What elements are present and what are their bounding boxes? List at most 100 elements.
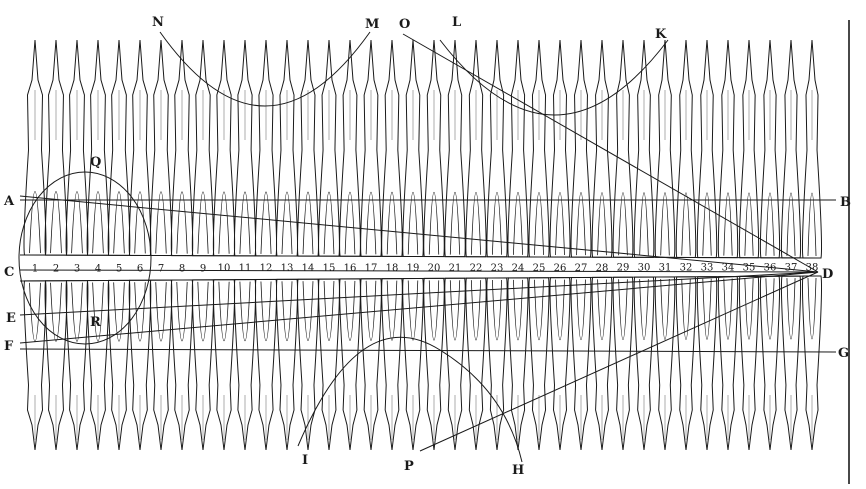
tooth-number-label: 12 <box>260 263 273 274</box>
upper-tooth <box>340 40 361 256</box>
upper-tooth <box>697 40 716 258</box>
upper-tooth <box>487 40 507 257</box>
upper-tooth <box>255 40 276 256</box>
label-i: I <box>302 453 308 468</box>
line-f-g <box>20 349 836 352</box>
upper-tooth <box>276 40 297 256</box>
tooth-number-label: 37 <box>785 263 798 274</box>
upper-tooth <box>529 40 549 257</box>
label-l: L <box>452 15 461 30</box>
tooth-number-label: 5 <box>116 263 122 274</box>
upper-tooth <box>45 40 67 255</box>
upper-tooth <box>361 40 382 256</box>
upper-tooth <box>108 40 130 255</box>
tooth-number-label: 11 <box>239 263 252 274</box>
label-h: H <box>512 463 524 478</box>
upper-tooth <box>508 40 528 257</box>
upper-tooth <box>655 40 675 257</box>
upper-teeth-row <box>24 40 822 258</box>
upper-tooth <box>66 40 88 255</box>
tooth-number-label: 24 <box>512 263 525 274</box>
upper-tooth <box>571 40 591 257</box>
upper-tooth <box>171 40 192 256</box>
upper-tooth <box>634 40 654 257</box>
label-q: Q <box>90 155 101 170</box>
lower-tooth <box>571 277 591 450</box>
tooth-number-label: 22 <box>470 263 483 274</box>
tooth-number-label: 30 <box>638 263 651 274</box>
upper-tooth <box>613 40 633 257</box>
tooth-number-label: 31 <box>659 263 672 274</box>
lower-tooth <box>718 277 737 450</box>
tooth-number-label: 16 <box>344 263 357 274</box>
upper-tooth <box>192 40 213 256</box>
lower-tooth <box>276 279 297 450</box>
tooth-number-label: 17 <box>365 263 378 274</box>
label-p: P <box>404 459 414 474</box>
tooth-number-label: 34 <box>722 263 735 274</box>
upper-tooth <box>24 40 46 255</box>
label-a: A <box>3 194 15 209</box>
label-r: R <box>90 315 101 330</box>
lower-tooth <box>487 278 507 450</box>
lower-tooth <box>634 277 654 450</box>
label-o: O <box>399 17 410 32</box>
lower-tooth <box>592 277 612 450</box>
tooth-number-label: 2 <box>53 263 59 274</box>
tooth-number-label: 13 <box>281 263 294 274</box>
tooth-number-label: 29 <box>617 263 630 274</box>
tooth-number-label: 26 <box>554 263 567 274</box>
lower-tooth <box>87 281 109 450</box>
tooth-number-label: 4 <box>95 263 101 274</box>
lower-tooth <box>45 281 67 450</box>
lower-tooth <box>108 280 130 450</box>
number-band-top <box>20 255 818 258</box>
lower-tooth <box>66 281 88 450</box>
lower-tooth <box>613 277 633 450</box>
tooth-number-label: 38 <box>806 263 819 274</box>
lower-tooth <box>802 276 821 450</box>
upper-tooth <box>445 40 465 257</box>
upper-tooth <box>781 40 800 258</box>
lower-tooth <box>760 276 779 450</box>
upper-tooth <box>382 40 403 256</box>
upper-tooth <box>87 40 109 255</box>
tooth-number-label: 21 <box>449 263 462 274</box>
arc-n-m <box>160 32 370 106</box>
label-g: G <box>838 346 849 361</box>
arc-i-h <box>298 337 522 462</box>
tooth-number-label: 9 <box>200 263 206 274</box>
upper-tooth <box>550 40 570 257</box>
tooth-number-label: 7 <box>158 263 164 274</box>
upper-tooth <box>739 40 758 258</box>
tooth-number-label: 36 <box>764 263 777 274</box>
tooth-number-label: 20 <box>428 263 441 274</box>
lower-tooth <box>676 277 696 450</box>
tooth-number-label: 25 <box>533 263 546 274</box>
lower-tooth <box>340 279 361 450</box>
lower-tooth <box>382 279 403 450</box>
upper-tooth <box>234 40 255 256</box>
lower-tooth <box>213 280 234 450</box>
lower-tooth <box>424 278 444 450</box>
lower-tooth <box>403 279 424 450</box>
lower-tooth <box>466 278 486 450</box>
lower-tooth <box>697 277 716 450</box>
label-b: B <box>840 195 851 210</box>
lower-teeth-row <box>24 276 822 450</box>
upper-tooth <box>802 40 821 258</box>
tooth-number-label: 19 <box>407 263 420 274</box>
tooth-number-label: 35 <box>743 263 756 274</box>
lower-tooth <box>255 279 276 450</box>
lower-tooth <box>234 280 255 450</box>
label-m: M <box>365 17 379 32</box>
lower-tooth <box>739 276 758 450</box>
tooth-number-label: 33 <box>701 263 714 274</box>
upper-tooth <box>213 40 234 256</box>
label-n: N <box>152 15 164 30</box>
lower-tooth <box>655 277 675 450</box>
upper-tooth <box>676 40 696 258</box>
label-c: C <box>4 265 14 280</box>
tooth-number-label: 8 <box>179 263 185 274</box>
label-k: K <box>655 27 667 42</box>
